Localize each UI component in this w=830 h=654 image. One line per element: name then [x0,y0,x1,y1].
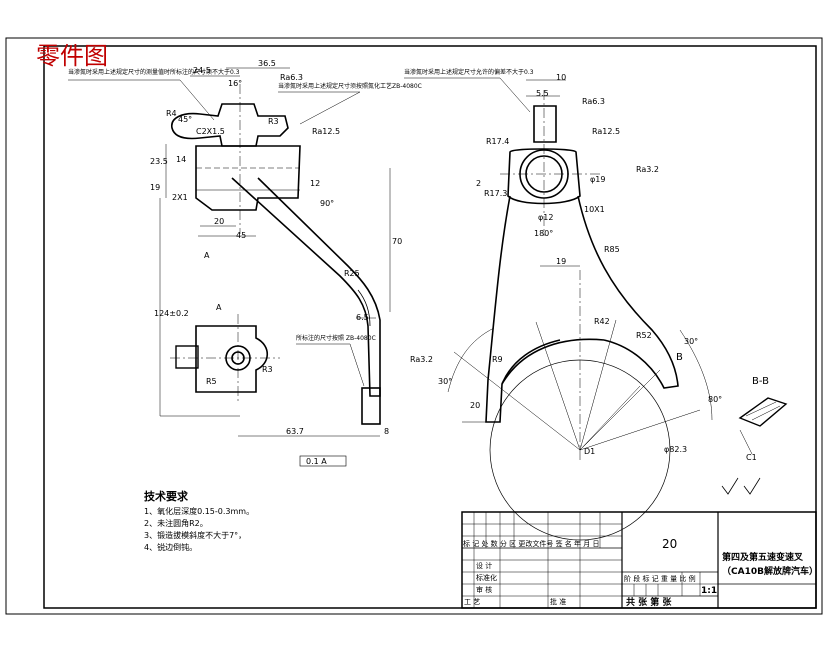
section-bb-title: B-B [752,376,769,387]
dim-r9: R9 [492,355,503,364]
req-item-1: 1、氧化层深度0.15-0.3mm。 [144,506,254,516]
dim-r17-3: R17.3 [484,189,507,198]
ra-6-3-top: Ra6.3 [280,73,303,82]
req-item-3: 3、锻造拔模斜度不大于7°， [144,530,246,540]
dim-6-5: 6.5 [356,313,369,322]
outer-frame [5,37,823,615]
dim-phi12: φ12 [538,213,553,222]
section-a [195,325,269,393]
section-label-a: A [216,303,222,312]
dim-r3-b: R3 [262,365,273,374]
note-top-mid: 当渗氮时采用上述规定尺寸须按照氮化工艺ZB-4080C [278,82,422,90]
dim-80deg: 80° [708,395,722,404]
section-bb [738,397,788,455]
dim-20: 20 [214,217,224,226]
tb-sheet-labels: 共 张 第 张 [626,596,672,608]
dim-19: 19 [150,183,160,192]
dim-30deg-right: 30° [684,337,698,346]
fork-left-leg [485,195,561,423]
tb-part-name-1: 第四及第五速变速叉 [722,551,804,563]
ra-12-5-side: Ra12.5 [592,127,620,136]
dim-c2x1-5: C2X1.5 [196,127,225,136]
tb-part-name-2: （CA10B解放牌汽车） [722,565,818,577]
dim-19-side: 19 [556,257,566,266]
dim-2: 2 [476,179,481,188]
arrow-b: B [676,352,683,363]
body-block [195,145,301,211]
dim-r17-4: R17.4 [486,137,509,146]
dim-14: 14 [176,155,186,164]
tb-row-labels: 标 记 处 数 分 区 更改文件号 签 名 年 月 日 [463,539,599,548]
gdt-frame: 0.1 A [306,457,327,466]
req-item-2: 2、未注圆角R2。 [144,518,208,528]
arrow-a: A [204,251,210,260]
tb-checker: 审 核 [476,585,492,594]
label-c1: C1 [746,453,757,462]
dim-r42: R42 [594,317,610,326]
dim-30deg-left: 30° [438,377,452,386]
dim-90deg: 90° [320,199,334,208]
dim-24-5: 24.5 [193,66,211,75]
stamp-title: 零件图 [36,42,108,70]
hub [507,148,581,205]
dim-5-5: 5.5 [536,89,549,98]
note-top-left: 当渗氮时采用上述规定尺寸的测量值时所标注的尺寸须不大于0.3 [68,68,240,76]
dim-phi82-3: φ82.3 [664,445,687,454]
dim-23-5: 23.5 [150,157,168,166]
dim-r25: R25 [344,269,360,278]
dim-r5: R5 [206,377,217,386]
dim-180deg: 180° [534,229,553,238]
tb-process: 工 艺 [464,598,480,606]
dim-16deg: 16° [228,79,242,88]
dim-2x1: 2X1 [172,193,188,202]
tb-stage-labels: 阶 段 标 记 重 量 比 例 [624,574,696,583]
top-boss [171,103,289,147]
dim-10: 10 [556,73,566,82]
ra-side-right: Ra3.2 [636,165,659,174]
req-item-4: 4、锐边倒钝。 [144,542,197,552]
dim-63-7: 63.7 [286,427,304,436]
tb-std: 标准化 [476,573,497,582]
tb-part-no: 20 [662,537,677,551]
title-block [461,511,817,609]
inner-frame [43,45,817,609]
ra-6-3-side: Ra6.3 [582,97,605,106]
ra-12-5: Ra12.5 [312,127,340,136]
top-lug [533,105,557,143]
dim-8: 8 [384,427,389,436]
front-view [171,103,381,425]
note-top-right: 当渗氮时采用上述规定尺寸允许的偏差不大于0.3 [404,68,534,76]
dim-r4: R4 [166,109,177,118]
tb-designer: 设 计 [476,561,492,570]
fork-right-leg [577,195,679,389]
dim-10x1: 10X1 [584,205,605,214]
dim-r52: R52 [636,331,652,340]
tb-approve: 批 准 [550,597,566,606]
dim-phi19: φ19 [590,175,605,184]
dim-r85: R85 [604,245,620,254]
dim-20-side: 20 [470,401,480,410]
dim-45deg: 45° [178,115,192,124]
dim-r3: R3 [268,117,279,126]
dim-124: 124±0.2 [154,309,189,318]
dim-12: 12 [310,179,320,188]
ra-3-2: Ra3.2 [410,355,433,364]
req-heading: 技术要求 [144,489,189,503]
roughness-symbol [721,477,761,495]
dim-45: 45 [236,231,246,240]
label-d1: D1 [584,447,595,456]
note-mid: 所标注的尺寸按照 ZB-4080C [296,334,376,342]
tb-scale: 1:1 [701,586,717,596]
dim-36-5: 36.5 [258,59,276,68]
dim-70: 70 [392,237,402,246]
